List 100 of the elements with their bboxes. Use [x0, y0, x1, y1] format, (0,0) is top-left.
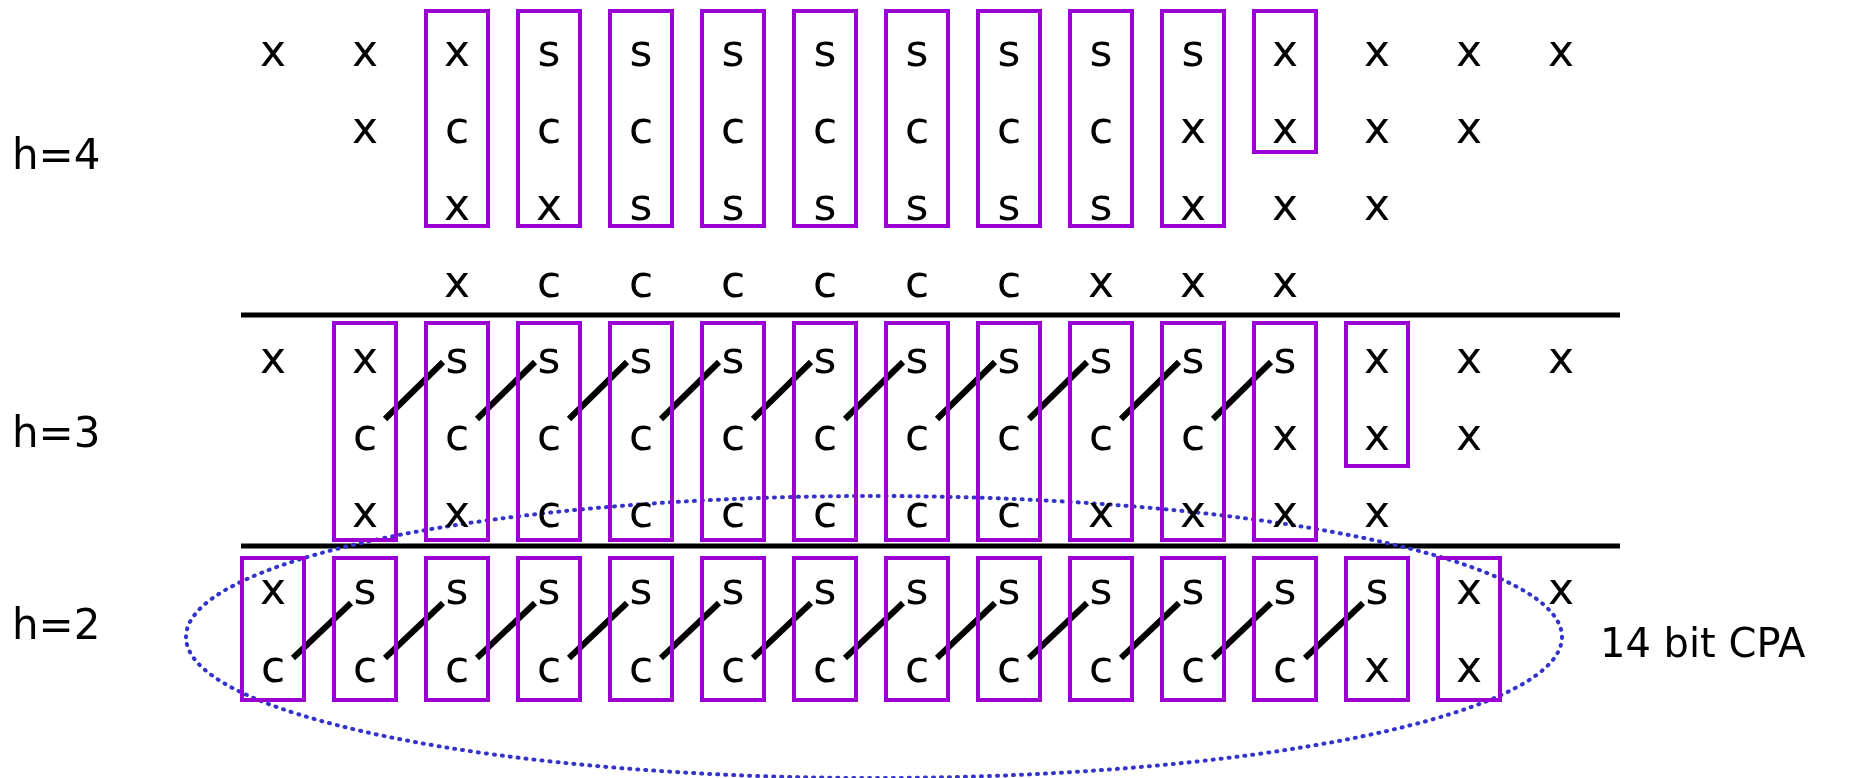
- carry-line: [566, 600, 630, 661]
- bit-label: s: [1181, 29, 1205, 73]
- bit-group-box: [608, 321, 674, 542]
- bit-label: x: [352, 29, 378, 73]
- carry-line: [658, 359, 722, 422]
- bit-label: c: [996, 490, 1022, 534]
- carry-line: [1210, 359, 1274, 422]
- bit-group-box: [240, 556, 306, 702]
- bit-group-box: [332, 556, 398, 702]
- bit-group-box: [884, 556, 950, 702]
- bit-group-box: [1344, 556, 1410, 702]
- bit-group-box: [792, 556, 858, 702]
- bit-label: s: [1089, 336, 1113, 380]
- carry-line: [1026, 600, 1090, 661]
- bit-group-box: [700, 321, 766, 542]
- bit-label: c: [352, 413, 378, 457]
- bit-label: c: [628, 413, 654, 457]
- bit-label: x: [352, 336, 378, 380]
- bit-label: x: [1180, 183, 1206, 227]
- adder-label: 14 bit CPA: [1600, 623, 1806, 663]
- bit-group-box: [424, 321, 490, 542]
- bit-label: c: [812, 260, 838, 304]
- bit-label: c: [996, 106, 1022, 150]
- bit-label: s: [629, 567, 653, 611]
- bit-label: s: [997, 183, 1021, 227]
- bit-label: s: [353, 567, 377, 611]
- bit-label: s: [905, 336, 929, 380]
- bit-label: c: [1180, 413, 1206, 457]
- bit-label: x: [1456, 336, 1482, 380]
- bit-label: c: [628, 645, 654, 689]
- bit-group-box: [424, 9, 490, 228]
- bit-label: s: [813, 29, 837, 73]
- bit-label: s: [1365, 567, 1389, 611]
- bit-label: c: [1088, 106, 1114, 150]
- carry-line: [1210, 600, 1274, 661]
- bit-label: s: [1089, 567, 1113, 611]
- bit-label: x: [1364, 336, 1390, 380]
- bit-label: s: [537, 567, 561, 611]
- bit-group-box: [332, 321, 398, 542]
- bit-label: c: [996, 413, 1022, 457]
- bit-label: x: [1548, 336, 1574, 380]
- carry-line: [750, 600, 814, 661]
- carry-line: [474, 359, 538, 422]
- bit-label: c: [628, 260, 654, 304]
- bit-group-box: [516, 9, 582, 228]
- bit-label: s: [721, 183, 745, 227]
- bit-group-box: [516, 321, 582, 542]
- bit-group-box: [608, 556, 674, 702]
- carry-line: [658, 600, 722, 661]
- bit-label: x: [1364, 490, 1390, 534]
- bit-label: x: [1456, 567, 1482, 611]
- bit-label: s: [1089, 29, 1113, 73]
- bit-label: s: [813, 183, 837, 227]
- bit-label: s: [1273, 336, 1297, 380]
- bit-label: c: [904, 645, 930, 689]
- bit-group-box: [976, 556, 1042, 702]
- bit-label: c: [720, 490, 746, 534]
- bit-label: s: [721, 567, 745, 611]
- bit-label: c: [1272, 645, 1298, 689]
- bit-label: x: [260, 567, 286, 611]
- bit-label: s: [445, 567, 469, 611]
- bit-label: c: [536, 106, 562, 150]
- bit-group-box: [700, 556, 766, 702]
- bit-label: x: [444, 183, 470, 227]
- bit-group-box: [976, 9, 1042, 228]
- bit-label: x: [1272, 413, 1298, 457]
- bit-label: c: [1088, 413, 1114, 457]
- carry-line: [750, 359, 814, 422]
- height-label: h=2: [12, 604, 101, 646]
- bit-label: s: [813, 336, 837, 380]
- bit-label: c: [812, 106, 838, 150]
- bit-label: s: [813, 567, 837, 611]
- carry-line: [934, 359, 998, 422]
- bit-label: s: [629, 29, 653, 73]
- bit-group-box: [1344, 321, 1410, 468]
- bit-group-box: [792, 321, 858, 542]
- bit-group-box: [1252, 9, 1318, 154]
- bit-label: c: [444, 413, 470, 457]
- bit-label: c: [536, 260, 562, 304]
- bit-label: s: [629, 183, 653, 227]
- bit-label: c: [904, 106, 930, 150]
- bit-label: x: [1548, 29, 1574, 73]
- bit-label: c: [720, 645, 746, 689]
- bit-label: c: [260, 645, 286, 689]
- bit-group-box: [424, 556, 490, 702]
- bit-label: x: [260, 336, 286, 380]
- bit-label: x: [1272, 106, 1298, 150]
- bit-label: x: [1272, 183, 1298, 227]
- bit-label: c: [812, 645, 838, 689]
- bit-label: c: [536, 645, 562, 689]
- carry-line: [290, 600, 354, 661]
- bit-label: x: [1180, 106, 1206, 150]
- bit-label: x: [1272, 29, 1298, 73]
- bit-label: s: [905, 567, 929, 611]
- bit-label: x: [352, 106, 378, 150]
- bit-label: c: [720, 106, 746, 150]
- bit-group-box: [516, 556, 582, 702]
- bit-group-box: [884, 321, 950, 542]
- bit-label: c: [996, 645, 1022, 689]
- bit-label: x: [1272, 490, 1298, 534]
